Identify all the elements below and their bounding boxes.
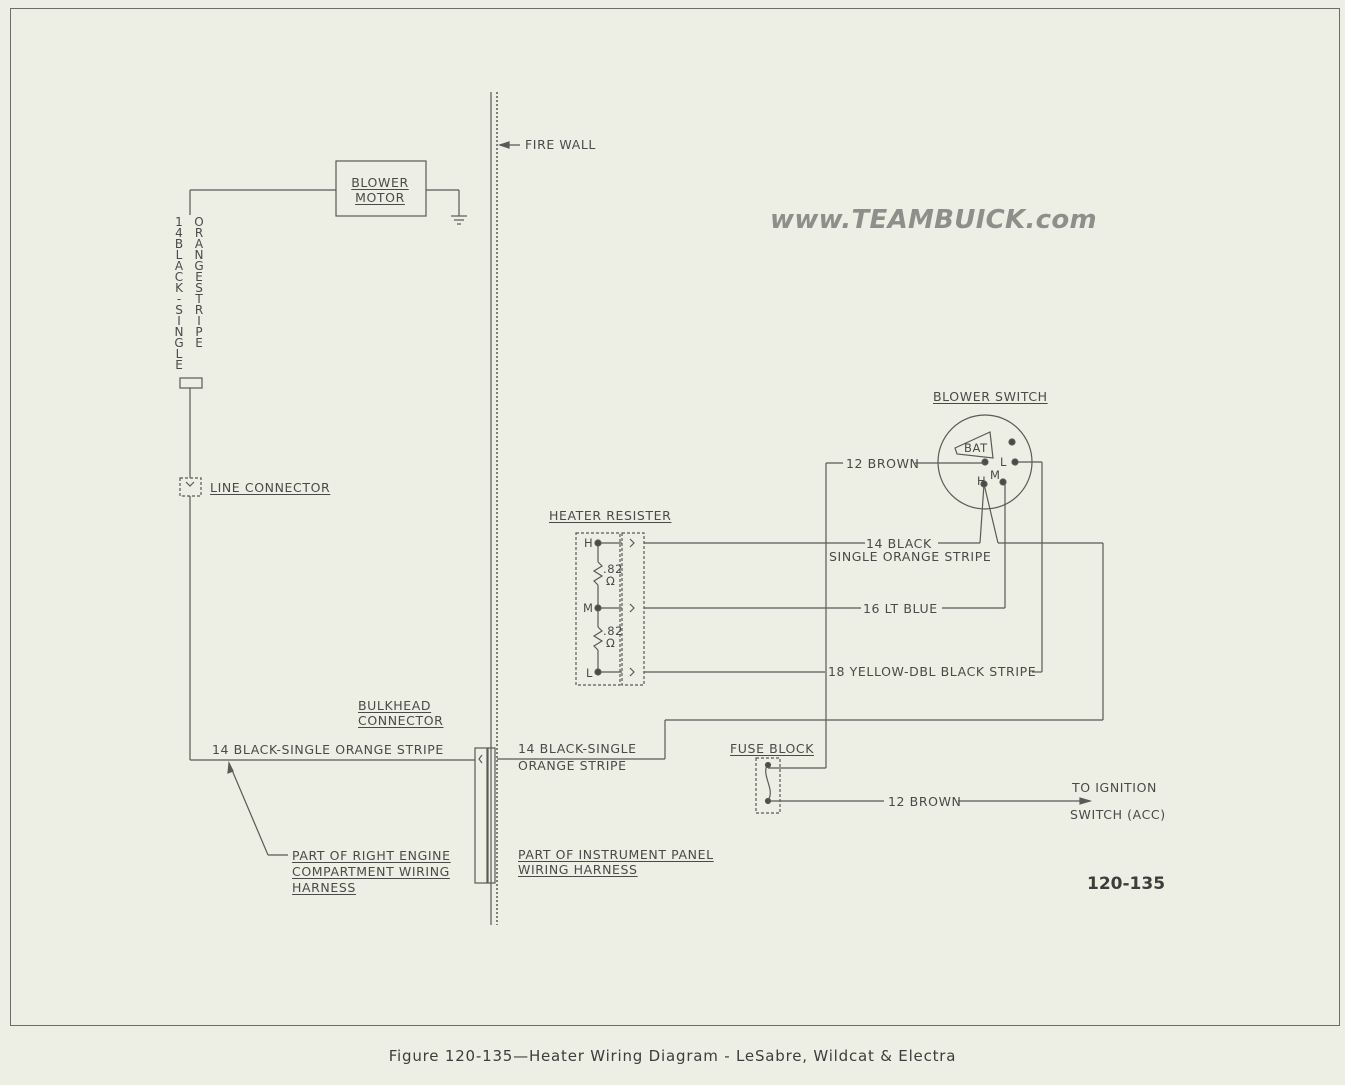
resister-ohm-symbol-1: Ω — [606, 574, 616, 588]
black-orange-wire-label-2: SINGLE ORANGE STRIPE — [829, 549, 992, 564]
switch-terminal-h: H — [977, 474, 987, 488]
panel-harness-note-2: WIRING HARNESS — [518, 862, 638, 877]
engine-harness-wire-label: 14 BLACK-SINGLE ORANGE STRIPE — [212, 742, 444, 757]
brown-switch-wire-label: 12 BROWN — [846, 456, 920, 471]
fuse-block-wiring — [755, 462, 1093, 814]
resister-terminal-h: H — [584, 536, 594, 550]
resister-ohm-symbol-2: Ω — [606, 636, 616, 650]
lt-blue-wire-label: 16 LT BLUE — [863, 601, 938, 616]
panel-harness-wire-label-1: 14 BLACK-SINGLE — [518, 741, 637, 756]
bulkhead-connector-body — [474, 747, 496, 884]
heater-resister-label: HEATER RESISTER — [549, 508, 672, 523]
brown-ignition-wire-label: 12 BROWN — [888, 794, 962, 809]
figure-number: 120-135 — [1087, 874, 1166, 894]
switch-terminal-l: L — [1000, 455, 1008, 469]
bulkhead-label-2: CONNECTOR — [358, 713, 444, 728]
vertical-wire-label-right: ORANGE STRIPE — [194, 215, 204, 350]
yellow-wire-label: 18 YELLOW-DBL BLACK STRIPE — [828, 664, 1037, 679]
switch-terminal-m: M — [990, 468, 1001, 482]
line-connector-label: LINE CONNECTOR — [210, 480, 331, 495]
engine-harness-lines — [179, 190, 475, 856]
ignition-label-2: SWITCH (ACC) — [1070, 807, 1166, 822]
switch-terminal-bat: BAT — [964, 441, 988, 455]
vertical-wire-label-left: 14 BLACK-SINGLE — [174, 215, 184, 372]
black-orange-wire-label-1: 14 BLACK — [866, 536, 932, 551]
resister-output-wires — [644, 461, 1043, 673]
blower-switch-body — [915, 414, 1033, 510]
blower-motor-label-2: MOTOR — [355, 190, 405, 205]
fire-wall-label: FIRE WALL — [525, 137, 596, 152]
blower-motor-label-1: BLOWER — [351, 175, 409, 190]
engine-harness-note-2: COMPARTMENT WIRING — [292, 864, 450, 879]
figure-caption: Figure 120-135—Heater Wiring Diagram - L… — [388, 1047, 957, 1065]
resister-terminal-m: M — [583, 601, 594, 615]
resister-ohm-value-2: .82 — [603, 624, 624, 638]
heater-resister-body — [575, 532, 645, 686]
engine-harness-note-1: PART OF RIGHT ENGINE — [292, 848, 451, 863]
blower-switch-label: BLOWER SWITCH — [933, 389, 1048, 404]
watermark: www.TEAMBUICK.com — [770, 205, 1097, 235]
fire-wall-structure — [490, 92, 520, 925]
panel-harness-lines — [497, 483, 1104, 760]
bulkhead-label-1: BULKHEAD — [358, 698, 432, 713]
ignition-label-1: TO IGNITION — [1072, 780, 1157, 795]
engine-harness-note-3: HARNESS — [292, 880, 356, 895]
diagram-border — [10, 8, 1340, 1026]
fuse-block-label: FUSE BLOCK — [730, 741, 815, 756]
resister-ohm-value-1: .82 — [603, 562, 624, 576]
panel-harness-wire-label-2: ORANGE STRIPE — [518, 758, 627, 773]
blower-motor-wiring — [190, 160, 467, 225]
panel-harness-note-1: PART OF INSTRUMENT PANEL — [518, 847, 714, 862]
resister-terminal-l: L — [586, 666, 594, 680]
